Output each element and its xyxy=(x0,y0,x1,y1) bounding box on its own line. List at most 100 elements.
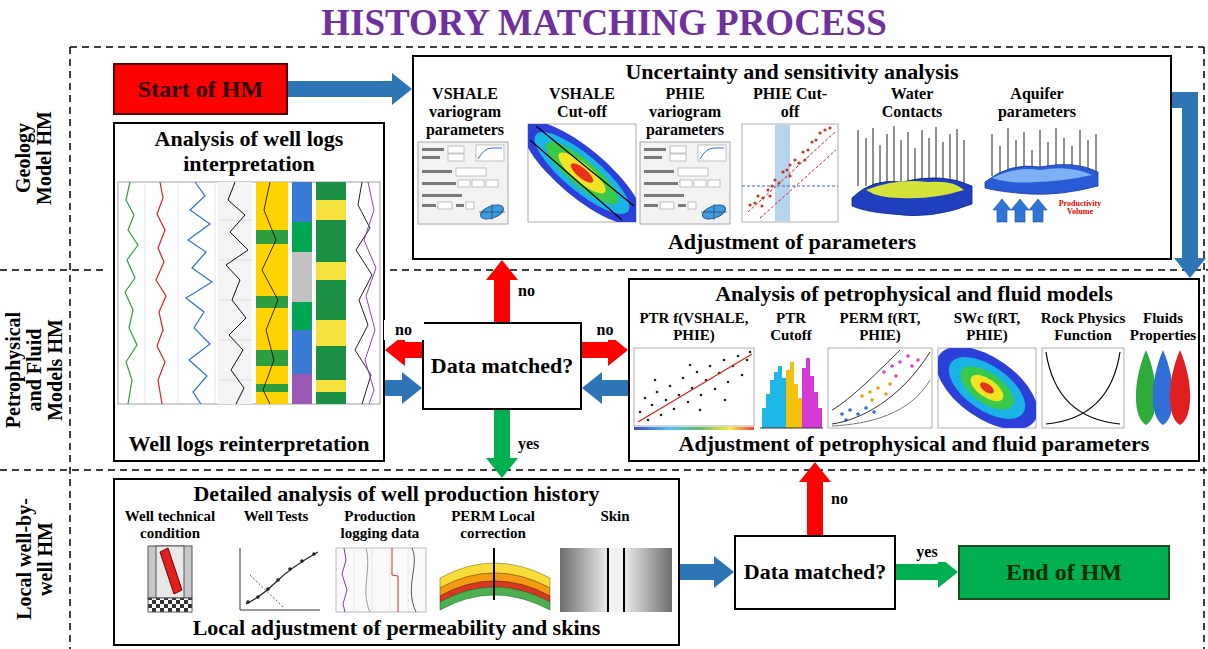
band-divider xyxy=(0,269,108,271)
production-log-plot xyxy=(354,548,355,612)
perm-crossplot xyxy=(860,382,892,402)
phie-crossplot xyxy=(761,196,764,199)
water-contact-model xyxy=(858,126,964,186)
image-annotation: Productivity Volume xyxy=(1052,200,1108,217)
well-test-plot xyxy=(246,552,318,604)
box-heading: Detailed analysis of well production his… xyxy=(115,482,678,507)
ptr-histogram xyxy=(760,358,823,428)
perm-crossplot xyxy=(840,406,876,422)
perm-crossplot xyxy=(832,380,930,426)
variogram-dialog xyxy=(418,142,508,224)
skin-zone-sketch xyxy=(560,548,672,612)
ptr-histogram xyxy=(762,408,766,428)
ptr-histogram xyxy=(762,366,786,428)
well-log-plot xyxy=(218,340,252,341)
well-log-plot xyxy=(316,200,346,220)
image-caption: PERM f(RT, PHIE) xyxy=(826,310,934,344)
ptr-crossplot xyxy=(647,419,650,422)
ptr-crossplot xyxy=(749,351,752,354)
ptr-histogram xyxy=(790,362,794,428)
well-log-plot xyxy=(292,222,312,252)
perm-crossplot xyxy=(888,382,892,386)
image-caption: PTR Cutoff xyxy=(758,310,824,344)
ptr-crossplot xyxy=(656,391,659,394)
edge-label: no xyxy=(829,489,850,509)
rock-physics-plot xyxy=(1042,348,1124,428)
phie-crossplot xyxy=(760,204,763,207)
image-caption: Rock Physics Function xyxy=(1040,310,1126,344)
well-test-plot xyxy=(240,548,320,610)
ptr-histogram xyxy=(814,392,818,428)
box-heading: Uncertainty and sensitivity analysis xyxy=(414,60,1170,85)
phie-crossplot xyxy=(828,126,831,129)
aquifer-model xyxy=(993,199,1011,222)
fluid-drops xyxy=(1136,350,1190,425)
ptr-crossplot xyxy=(746,359,749,362)
phie-crossplot xyxy=(748,132,835,212)
image-caption: PHIE variogram parameters xyxy=(640,85,730,139)
well-test-plot xyxy=(288,567,292,571)
water-contact-model xyxy=(852,126,972,216)
water-contact-model xyxy=(852,178,972,216)
edge-label: yes xyxy=(907,542,947,562)
well-log-plot xyxy=(292,252,312,302)
perm-crossplot xyxy=(832,352,930,424)
phie-crossplot xyxy=(760,150,836,218)
skin-zone-sketch xyxy=(560,548,672,612)
image-caption: Aquifer parameters xyxy=(992,85,1082,121)
image-caption: Well technical condition xyxy=(118,508,222,542)
edge-label: yes xyxy=(516,434,541,454)
decision-box: Data matched? xyxy=(422,322,582,410)
production-log-plot xyxy=(354,548,408,612)
well-sketch xyxy=(148,546,192,612)
band-divider xyxy=(0,47,1208,649)
swc-crossplot xyxy=(938,348,1035,428)
perm-crossplot xyxy=(828,348,932,428)
phie-crossplot xyxy=(748,203,751,206)
swc-crossplot xyxy=(938,348,1036,428)
box-footer: Adjustment of petrophysical and fluid pa… xyxy=(630,432,1198,457)
phie-crossplot xyxy=(781,170,784,173)
well-log-plot xyxy=(256,230,288,244)
vshale-crossplot xyxy=(528,124,636,222)
image-caption: Water Contacts xyxy=(862,85,962,121)
well-log-plot xyxy=(218,260,252,261)
node-label: Start of HM xyxy=(134,76,267,103)
fluid-drops xyxy=(1170,350,1190,425)
aquifer-model xyxy=(1029,199,1047,222)
phie-crossplot xyxy=(785,168,788,171)
ptr-crossplot xyxy=(660,414,663,417)
production-log-plot xyxy=(336,548,426,612)
rock-physics-plot xyxy=(1046,352,1120,424)
ptr-crossplot xyxy=(638,354,752,422)
ptr-crossplot xyxy=(673,408,676,411)
perm-crossplot xyxy=(848,408,852,412)
production-log-plot xyxy=(336,548,426,612)
well-log-plot xyxy=(292,330,312,374)
image-caption: PTR f(VSHALE, PHIE) xyxy=(632,310,756,344)
vshale-crossplot xyxy=(528,124,636,222)
well-log-plot xyxy=(226,182,248,404)
ptr-histogram xyxy=(778,366,782,428)
phie-crossplot xyxy=(793,158,796,161)
production-log-plot xyxy=(392,548,398,612)
well-test-plot xyxy=(300,559,304,563)
phie-crossplot xyxy=(775,125,790,221)
flow-arrow xyxy=(288,81,392,97)
process-panel: Detailed analysis of well production his… xyxy=(113,478,680,646)
ptr-crossplot xyxy=(634,348,754,430)
edge-label: no xyxy=(516,281,537,301)
aquifer-model xyxy=(992,168,1092,182)
well-log-plot xyxy=(355,182,372,404)
phie-crossplot xyxy=(766,188,769,191)
well-log-plot xyxy=(145,182,146,404)
well-log-plot xyxy=(292,182,312,222)
phie-crossplot xyxy=(810,140,813,143)
perm-crossplot xyxy=(864,406,868,410)
ptr-histogram xyxy=(770,380,774,428)
well-log-plot xyxy=(256,384,288,392)
production-log-plot xyxy=(411,548,416,612)
vshale-crossplot xyxy=(509,106,655,239)
ptr-crossplot xyxy=(682,377,685,380)
ptr-crossplot xyxy=(678,394,681,397)
